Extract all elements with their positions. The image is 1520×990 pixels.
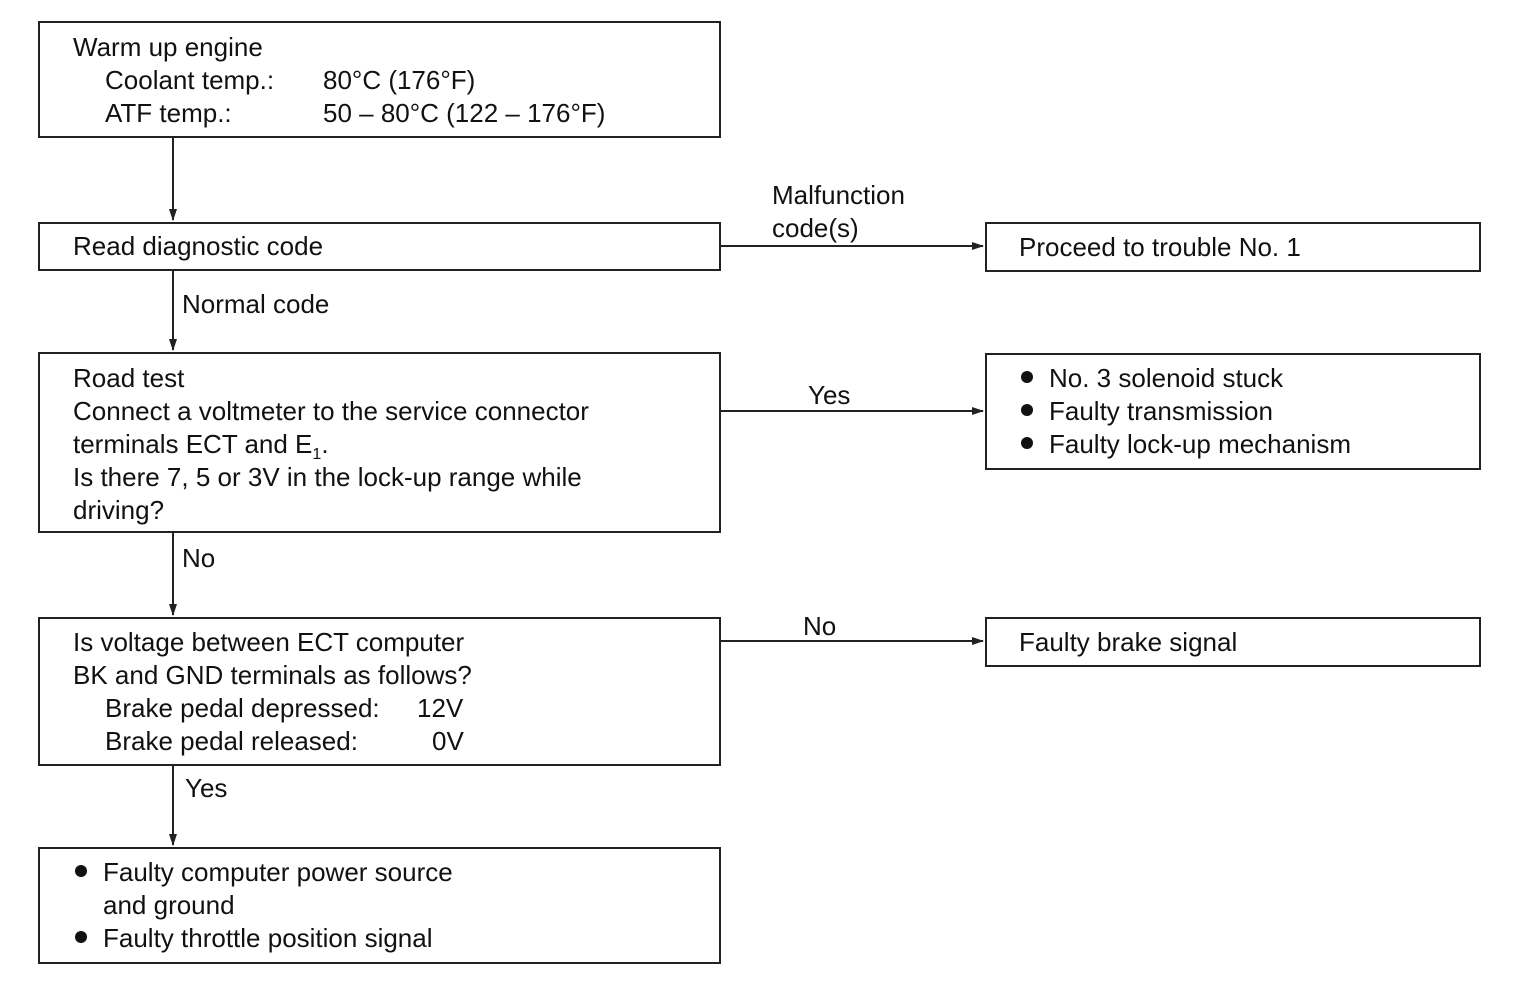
road-test-line4: Is there 7, 5 or 3V in the lock-up range… xyxy=(73,462,582,492)
yes-voltage-label: Yes xyxy=(185,773,228,803)
atf-temp-value: 50 – 80°C (122 – 176°F) xyxy=(323,98,606,128)
solenoid-item-2: Faulty transmission xyxy=(1019,395,1351,428)
road-test-line3-post: . xyxy=(321,429,329,459)
yes-road-label: Yes xyxy=(808,380,851,410)
brake-depressed-label: Brake pedal depressed: xyxy=(105,693,380,723)
brake-signal-box xyxy=(985,617,1481,667)
brake-depressed-row: Brake pedal depressed: 12V xyxy=(73,692,472,725)
warm-up-box xyxy=(38,21,721,138)
voltage-check-text: Is voltage between ECT computer BK and G… xyxy=(73,626,472,758)
bullet-icon xyxy=(1021,437,1033,450)
voltage-line2: BK and GND terminals as follows? xyxy=(73,660,472,690)
voltage-check-box xyxy=(38,617,721,766)
brake-released-label: Brake pedal released: xyxy=(105,726,358,756)
solenoid-list: No. 3 solenoid stuck Faulty transmission… xyxy=(1019,362,1351,461)
brake-depressed-value: 12V xyxy=(417,693,464,723)
brake-released-row: Brake pedal released: 0V xyxy=(73,725,472,758)
road-test-line1: Road test xyxy=(73,363,185,393)
solenoid-box xyxy=(985,353,1481,470)
trouble1-box xyxy=(985,222,1481,272)
road-test-line3: terminals ECT and E1. xyxy=(73,428,589,464)
normal-code-label: Normal code xyxy=(182,289,330,319)
road-test-line3-sub: 1 xyxy=(312,446,322,464)
warm-up-text: Warm up engine Coolant temp.: 80°C (176°F… xyxy=(73,31,605,130)
read-code-text: Read diagnostic code xyxy=(73,231,324,261)
solenoid-item-3: Faulty lock-up mechanism xyxy=(1019,428,1351,461)
road-test-line3-pre: terminals ECT and E xyxy=(73,429,313,459)
bullet-icon xyxy=(1021,404,1033,417)
coolant-temp-label: Coolant temp.: xyxy=(105,65,275,95)
brake-signal-text: Faulty brake signal xyxy=(1019,627,1238,657)
bullet-icon xyxy=(1021,371,1033,384)
coolant-temp-row: Coolant temp.: 80°C (176°F) xyxy=(73,64,605,97)
trouble1-text: Proceed to trouble No. 1 xyxy=(1019,232,1301,262)
final-item-1-cont: and ground xyxy=(103,890,235,920)
final-item-1: Faulty computer power source xyxy=(73,856,453,889)
bullet-icon xyxy=(75,931,87,944)
road-test-box xyxy=(38,352,721,533)
brake-released-value: 0V xyxy=(432,726,464,756)
final-causes-list: Faulty computer power source and ground … xyxy=(73,856,453,955)
malfunction-label-line1: Malfunction xyxy=(772,180,905,210)
coolant-temp-value: 80°C (176°F) xyxy=(323,65,476,95)
voltage-line1: Is voltage between ECT computer xyxy=(73,627,465,657)
malfunction-label-line2: code(s) xyxy=(772,213,859,243)
final-item-2: Faulty throttle position signal xyxy=(73,922,453,955)
malfunction-label: Malfunction code(s) xyxy=(772,179,905,245)
road-test-text: Road test Connect a voltmeter to the ser… xyxy=(73,362,589,527)
no-road-label: No xyxy=(182,543,216,573)
final-causes-box xyxy=(38,847,721,964)
atf-temp-row: ATF temp.: 50 – 80°C (122 – 176°F) xyxy=(73,97,605,130)
road-test-line2: Connect a voltmeter to the service conne… xyxy=(73,396,589,426)
bullet-icon xyxy=(75,865,87,878)
read-code-box xyxy=(38,222,721,271)
warm-up-title: Warm up engine xyxy=(73,32,263,62)
road-test-line5: driving? xyxy=(73,495,165,525)
atf-temp-label: ATF temp.: xyxy=(105,98,232,128)
no-voltage-label: No xyxy=(803,611,837,641)
solenoid-item-1: No. 3 solenoid stuck xyxy=(1019,362,1351,395)
